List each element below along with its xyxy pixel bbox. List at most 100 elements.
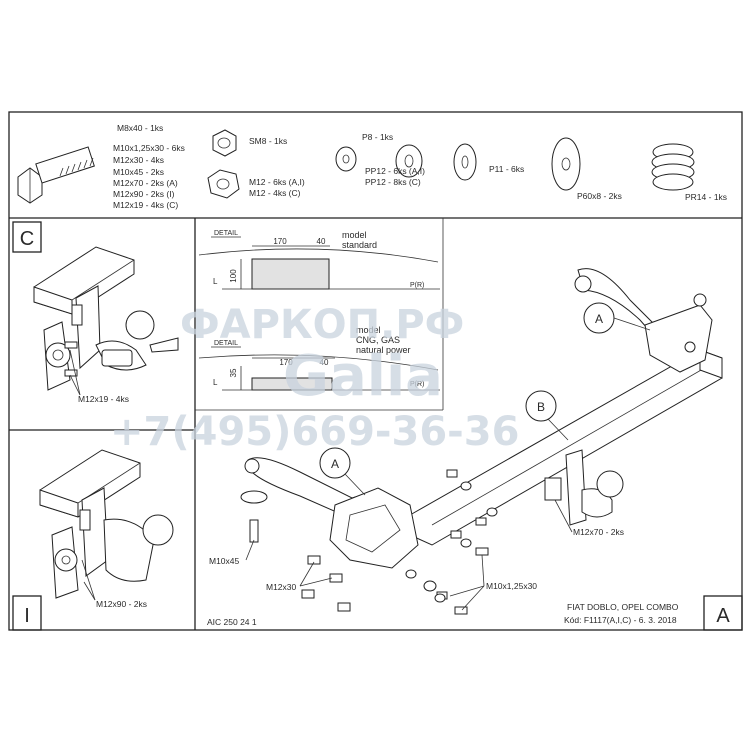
leader-line — [449, 585, 485, 597]
m10x45-label: M10x45 — [209, 556, 240, 566]
bolt-spec: M10x1,25x30 - 6ks — [113, 143, 185, 153]
m10x45-bolt — [249, 519, 259, 543]
left-bracket-plate — [329, 487, 419, 569]
bolt-icon — [454, 606, 468, 615]
clearance-box — [251, 258, 330, 290]
right-bracket-plate — [644, 304, 713, 373]
variant-i-hitch-illustration — [39, 449, 174, 599]
nut-icon — [446, 469, 458, 478]
model-label: standard — [342, 240, 377, 250]
large-washer-icon — [551, 137, 581, 191]
road-level-label: P(R) — [410, 282, 424, 289]
model-label: CNG, GAS — [356, 335, 400, 345]
washer-pp12-label: PP12 - 8ks (C) — [365, 177, 421, 187]
vehicle-name: FIAT DOBLO, OPEL COMBO — [567, 602, 679, 612]
ball-mount-neck — [565, 449, 587, 526]
spring-pr14-label: PR14 - 1ks — [685, 192, 727, 202]
variant-i-box — [12, 595, 42, 631]
m12x70-label: M12x70 - 2ks — [573, 527, 624, 537]
leader-line — [299, 561, 315, 587]
socket-plate — [544, 477, 562, 501]
drawing-date-code: Kód: F1117(A,I,C) - 6. 3. 2018 — [564, 615, 677, 625]
flat-washer-icon — [395, 144, 423, 178]
washer-p11-label: P11 - 6ks — [489, 164, 524, 174]
dimension-l: L — [213, 378, 218, 387]
leader-line — [81, 559, 96, 601]
washer-p60-label: P60x8 - 2ks — [577, 191, 622, 201]
leader-line — [299, 577, 333, 587]
nut-m12-label: M12 - 4ks (C) — [249, 188, 301, 198]
bolt-icon — [475, 547, 489, 556]
dimension-40: 40 — [317, 237, 326, 246]
detail-label: DETAIL — [214, 340, 238, 347]
bolt-spec: M12x90 - 2ks (I) — [113, 189, 175, 199]
dimension-100: 100 — [229, 269, 238, 283]
leader-line — [461, 585, 485, 611]
bolt-m8x40-label: M8x40 - 1ks — [117, 123, 163, 133]
detail-cng: DETAIL 170 40 35 L P(R) model CNG, GAS n… — [198, 325, 440, 391]
washer-icon — [460, 538, 472, 548]
nut-m12-label: M12 - 6ks (A,I) — [249, 177, 305, 187]
callout-a-left: A — [319, 447, 366, 496]
lock-nut-icon — [212, 129, 237, 157]
washer-icon — [460, 481, 472, 491]
bolt-spec: M12x70 - 2ks (A) — [113, 178, 178, 188]
model-label: natural power — [356, 345, 411, 355]
bolt-icon — [329, 573, 343, 583]
model-label: model — [356, 325, 381, 335]
hex-nut-icon — [207, 169, 240, 199]
watermark-phone: +7(495)669-36-36 — [110, 409, 519, 455]
washer-icon — [434, 593, 446, 603]
washer-p8-label: P8 - 1ks — [362, 132, 393, 142]
bolt-spec-list: M10x1,25x30 - 6ks M12x30 - 4ks M10x45 - … — [113, 143, 185, 210]
leader-line — [83, 581, 96, 601]
variant-c-letter: C — [20, 228, 34, 250]
dimension-170: 170 — [279, 358, 293, 367]
main-assembly-illustration — [240, 268, 723, 615]
p60-washer — [240, 490, 268, 504]
drawing-code: AIC 250 24 1 — [207, 617, 257, 627]
leader-line — [69, 349, 81, 396]
leader-line — [245, 539, 255, 561]
svg-text:B: B — [537, 400, 545, 414]
variant-i-letter: I — [24, 605, 30, 627]
bolt-spec: M12x19 - 4ks (C) — [113, 200, 178, 210]
dimension-170: 170 — [273, 237, 287, 246]
callout-a-right: A — [583, 302, 651, 334]
nut-icon — [450, 530, 462, 539]
washer-pp12-label: PP12 - 6ks (A,I) — [365, 166, 425, 176]
small-washer-icon — [335, 146, 357, 172]
watermark: ФАРКОП.РФ Galia +7(495)669-36-36 — [110, 302, 519, 455]
variant-i-bolt-label: M12x90 - 2ks — [96, 599, 147, 609]
bolt-icon — [307, 555, 321, 565]
leader-line — [481, 554, 485, 587]
variant-c-box — [12, 221, 42, 253]
bolt-spec: M10x45 - 2ks — [113, 167, 164, 177]
drawing-frame — [8, 111, 743, 631]
m10x125x30-label: M10x1,25x30 — [486, 581, 537, 591]
m12x19-bolt-icon — [64, 341, 78, 377]
model-label: model — [342, 230, 367, 240]
washer-icon — [486, 507, 498, 517]
nut-icon — [475, 517, 487, 526]
watermark-site: ФАРКОП.РФ — [180, 302, 464, 348]
callout-b: B — [525, 390, 569, 441]
variant-a-box — [703, 595, 743, 631]
bolt-icon — [337, 602, 351, 612]
variant-c-hitch-illustration — [33, 246, 179, 391]
road-level-label: P(R) — [410, 381, 424, 388]
spring-washer-icon — [651, 143, 695, 191]
detail-label: DETAIL — [214, 230, 238, 237]
detail-standard: DETAIL 170 40 100 L P(R) model standard — [198, 230, 440, 290]
bolt-icon — [17, 146, 95, 204]
leader-line — [69, 374, 81, 396]
variant-a-letter: A — [716, 605, 730, 627]
dimension-40: 40 — [320, 358, 329, 367]
washer-icon — [405, 569, 417, 579]
svg-text:A: A — [331, 457, 339, 471]
nut-sm8-label: SM8 - 1ks — [249, 136, 287, 146]
dimension-l: L — [213, 277, 218, 286]
leader-line — [554, 499, 573, 533]
variant-c-bolt-label: M12x19 - 4ks — [78, 394, 129, 404]
bolt-icon — [301, 589, 315, 599]
